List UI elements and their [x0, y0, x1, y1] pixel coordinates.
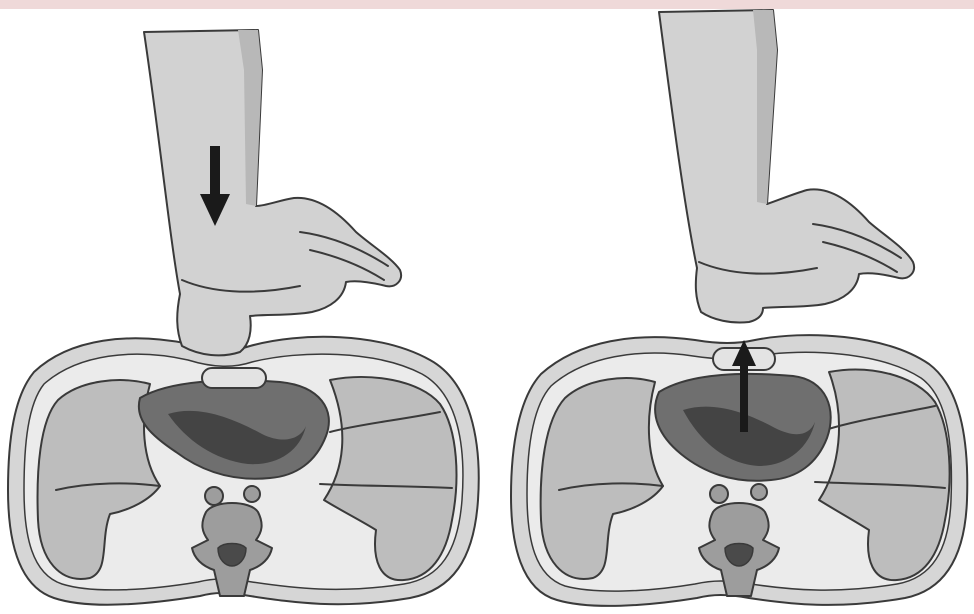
compression-illustration: [0, 0, 487, 614]
esophagus: [751, 484, 767, 500]
panel-compression: [0, 0, 487, 614]
sternum: [202, 368, 266, 388]
aorta: [205, 487, 223, 505]
panel-recoil: [487, 0, 974, 614]
esophagus: [244, 486, 260, 502]
rescuer-arm: [659, 10, 914, 323]
aorta: [710, 485, 728, 503]
rescuer-arm: [144, 30, 401, 355]
recoil-illustration: [487, 0, 974, 614]
